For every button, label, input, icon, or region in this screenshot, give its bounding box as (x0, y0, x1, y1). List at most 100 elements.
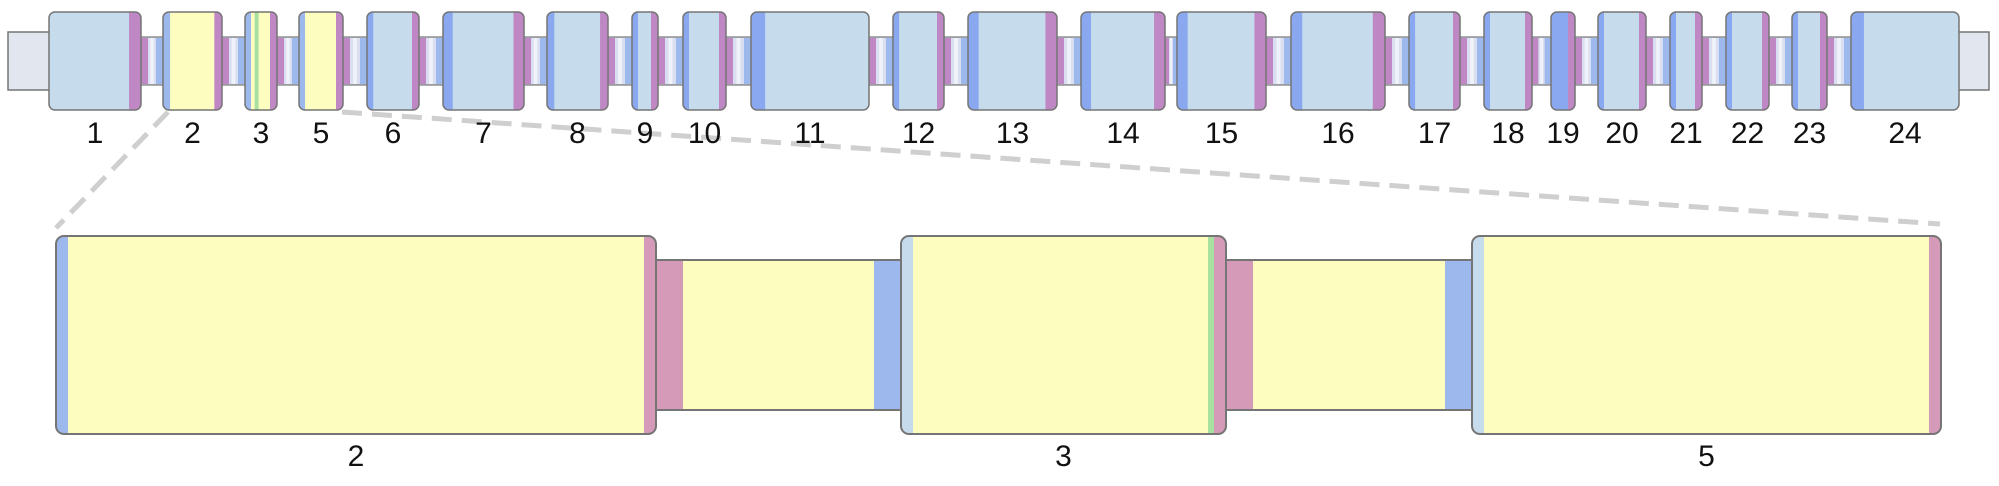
intron-strip-right-band (1402, 38, 1409, 84)
top-exon-left-band (1551, 12, 1557, 110)
top-exon-16 (1291, 12, 1385, 110)
top-exon-right-band (937, 12, 944, 110)
top-exon-right-band (513, 12, 524, 110)
zoom-exon-label: 2 (348, 440, 365, 473)
zoom-exon-right-band (1214, 236, 1226, 434)
top-exon-extra-band (254, 12, 259, 110)
zoom-exon-fill (901, 236, 1226, 434)
top-exon-right-band (600, 12, 608, 110)
intron-strip-right-band (625, 38, 632, 84)
top-exon-right-band (214, 12, 222, 110)
top-exon-left-band (367, 12, 374, 110)
intron-strip-highlight (1656, 38, 1660, 84)
intron-strip-right-band (156, 38, 163, 84)
top-exon-right-band (651, 12, 658, 110)
intron-strip-highlight (1584, 38, 1589, 84)
top-exon-19 (1551, 12, 1575, 110)
top-exon-right-band (1154, 12, 1165, 110)
top-exon-label: 2 (184, 117, 201, 150)
top-exon-label: 1 (87, 117, 104, 150)
top-exon-right-band (336, 12, 343, 110)
top-exon-label: 14 (1106, 117, 1139, 150)
top-exon-label: 12 (902, 117, 935, 150)
top-exon-fill (367, 12, 419, 110)
top-exon-outline (1483, 11, 1533, 111)
top-exon-label: 10 (688, 117, 721, 150)
top-exon-label: 24 (1888, 117, 1921, 150)
top-exon-fill (1081, 12, 1165, 110)
top-exon-outline (1791, 11, 1828, 111)
intron-strip-left-band (343, 38, 350, 84)
zoom-guide-left (54, 110, 170, 230)
top-exon-left-band (245, 12, 251, 110)
intron-strip-right-band (961, 38, 968, 84)
intron-strip-left-band (1769, 38, 1776, 84)
intron-strip-left-band (419, 38, 426, 84)
intron-strip-left-band (1460, 38, 1467, 84)
top-exon-left-band (547, 12, 555, 110)
intron-strip-highlight (1067, 38, 1071, 84)
top-exon-2 (163, 12, 222, 110)
top-exon-left-band (299, 12, 305, 110)
intron-strip-highlight (1470, 38, 1474, 84)
top-exon-right-band (1045, 12, 1057, 110)
top-exon-right-band (412, 12, 419, 110)
top-exon-fill (547, 12, 608, 110)
top-exon-left-band (683, 12, 689, 110)
intron-strip-highlight (429, 38, 433, 84)
top-exon-outline (48, 11, 142, 111)
top-exon-left-band (443, 12, 453, 110)
intron-strip-right-band (1785, 38, 1792, 84)
top-exon-fill (1726, 12, 1769, 110)
top-exon-15 (1177, 12, 1266, 110)
intron-strip-highlight (150, 38, 154, 84)
top-exon-outline (682, 11, 727, 111)
top-exon-fill (163, 12, 222, 110)
intron-strip-left-band (524, 38, 531, 84)
top-exon-right-band (1820, 12, 1827, 110)
top-exon-left-band (1177, 12, 1188, 110)
top-exon-left-band (1726, 12, 1732, 110)
zoom-intron-2 (1225, 259, 1473, 411)
zoom-exon-5 (1472, 236, 1941, 434)
top-exon-left-band (163, 12, 171, 110)
intron-strip-left-band (1827, 38, 1834, 84)
top-exon-13 (968, 12, 1057, 110)
zoom-exon-left-band (56, 236, 68, 434)
top-exon-right-band (1372, 12, 1385, 110)
intron-strip-right-band (1173, 38, 1177, 84)
intron-strip-highlight (736, 38, 741, 84)
top-exon-11 (751, 12, 869, 110)
intron-strip-highlight (1778, 38, 1783, 84)
top-exon-6 (367, 12, 419, 110)
top-exon-fill (1484, 12, 1532, 110)
intron-strip-highlight (286, 38, 290, 84)
intron-strip-right-band (238, 38, 245, 84)
top-exon-outline (442, 11, 525, 111)
top-exon-label: 21 (1669, 117, 1702, 150)
intron-strip-left-band (1646, 38, 1653, 84)
zoom-exon-outline (900, 235, 1227, 435)
top-exon-fill (1291, 12, 1385, 110)
intron-strip-left-band (1266, 38, 1273, 84)
zoom-intron-1 (655, 259, 902, 411)
top-exon-label: 13 (996, 117, 1029, 150)
intron-strip-left-band (1532, 38, 1539, 84)
zoom-intron-left-band (656, 260, 683, 410)
intron-strip-right-band (1284, 38, 1291, 84)
top-exon-label: 15 (1205, 117, 1238, 150)
top-exon-left-band (1409, 12, 1416, 110)
top-exon-left-band (1670, 12, 1676, 110)
top-exon-left-band (1598, 12, 1604, 110)
top-exon-left-band (751, 12, 766, 110)
intron-strip-right-band (1663, 38, 1670, 84)
intron-strip-left-band (1702, 38, 1709, 84)
top-exon-label: 7 (475, 117, 492, 150)
top-exon-8 (547, 12, 608, 110)
intron-strip-left-band (658, 38, 665, 84)
zoom-exon-3 (901, 236, 1226, 434)
intron-strip-highlight (353, 38, 357, 84)
top-exon-5 (299, 12, 343, 110)
top-exon-left-band (1792, 12, 1798, 110)
